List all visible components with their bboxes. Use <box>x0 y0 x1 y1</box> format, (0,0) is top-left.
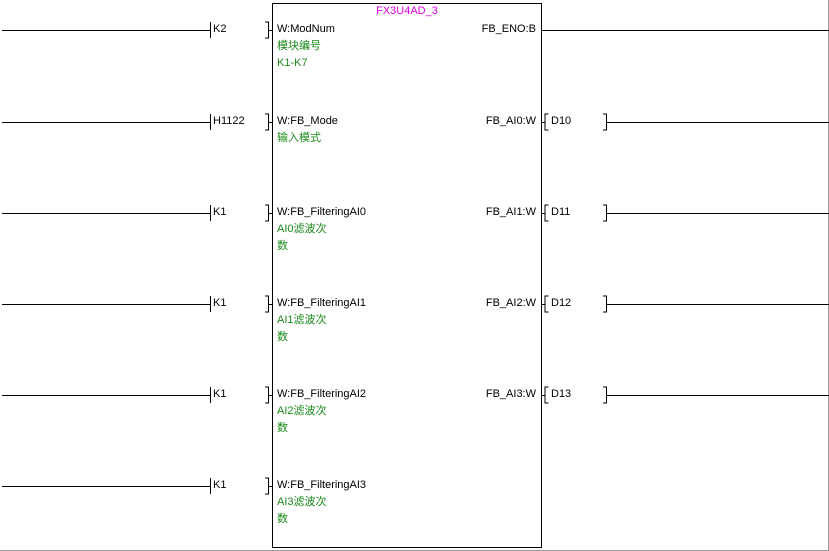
function-block-box <box>272 3 542 548</box>
output-bracket-right <box>603 295 829 313</box>
input-label-filtering-ai1: W:FB_FilteringAI1 <box>277 297 367 309</box>
input-bracket-right <box>265 113 272 131</box>
output-value-ai2[interactable]: D12 <box>551 297 572 309</box>
output-value-ai3[interactable]: D13 <box>551 388 572 400</box>
output-value-ai0[interactable]: D10 <box>551 115 572 127</box>
comment-line: 数 <box>277 240 288 252</box>
input-bracket-left <box>207 387 211 403</box>
input-value-filtering-ai0[interactable]: K1 <box>213 206 227 218</box>
output-label-ai1: FB_AI1:W <box>485 206 536 218</box>
function-block-title: FX3U4AD_3 <box>376 5 438 17</box>
output-bracket-left <box>541 295 549 313</box>
output-bracket-right <box>603 386 829 404</box>
input-bracket-left <box>207 478 211 494</box>
comment-line: AI0滤波次 <box>277 223 327 235</box>
input-bracket-left <box>207 205 211 221</box>
comment-line: AI3滤波次 <box>277 496 327 508</box>
comment-line: AI1滤波次 <box>277 314 327 326</box>
input-bracket-right <box>265 477 272 495</box>
input-label-mode: W:FB_Mode <box>277 115 338 127</box>
input-label-filtering-ai3: W:FB_FilteringAI3 <box>277 479 367 491</box>
output-bracket-left <box>541 113 549 131</box>
comment-line: K1-K7 <box>277 57 308 69</box>
input-bracket-right <box>265 295 272 313</box>
input-label-filtering-ai2: W:FB_FilteringAI2 <box>277 388 367 400</box>
output-label-ai0: FB_AI0:W <box>485 115 536 127</box>
input-bracket-left <box>207 296 211 312</box>
comment-line: AI2滤波次 <box>277 405 327 417</box>
input-bracket-right <box>265 204 272 222</box>
comment-line: 模块编号 <box>277 40 321 52</box>
input-bracket-right <box>265 21 272 39</box>
comment-line: 数 <box>277 331 288 343</box>
input-label-modnum: W:ModNum <box>277 23 335 35</box>
output-bracket-left <box>541 204 549 222</box>
output-value-ai1[interactable]: D11 <box>551 206 571 218</box>
output-label-ai2: FB_AI2:W <box>485 297 536 309</box>
comment-line: 数 <box>277 422 288 434</box>
input-label-filtering-ai0: W:FB_FilteringAI0 <box>277 206 367 218</box>
input-value-mode[interactable]: H1122 <box>213 115 245 127</box>
output-bracket-right <box>603 113 829 131</box>
input-value-filtering-ai3[interactable]: K1 <box>213 479 227 491</box>
input-value-filtering-ai2[interactable]: K1 <box>213 388 227 400</box>
output-bracket-right <box>603 204 829 222</box>
output-label-eno: FB_ENO:B <box>481 23 536 35</box>
comment-line: 数 <box>277 513 288 525</box>
output-bracket-left <box>541 386 549 404</box>
input-bracket-left <box>207 22 211 38</box>
output-label-ai3: FB_AI3:W <box>485 388 536 400</box>
input-bracket-right <box>265 386 272 404</box>
input-bracket-left <box>207 114 211 130</box>
input-value-filtering-ai1[interactable]: K1 <box>213 297 227 309</box>
input-value-modnum[interactable]: K2 <box>213 23 227 35</box>
comment-line: 输入模式 <box>277 132 321 144</box>
